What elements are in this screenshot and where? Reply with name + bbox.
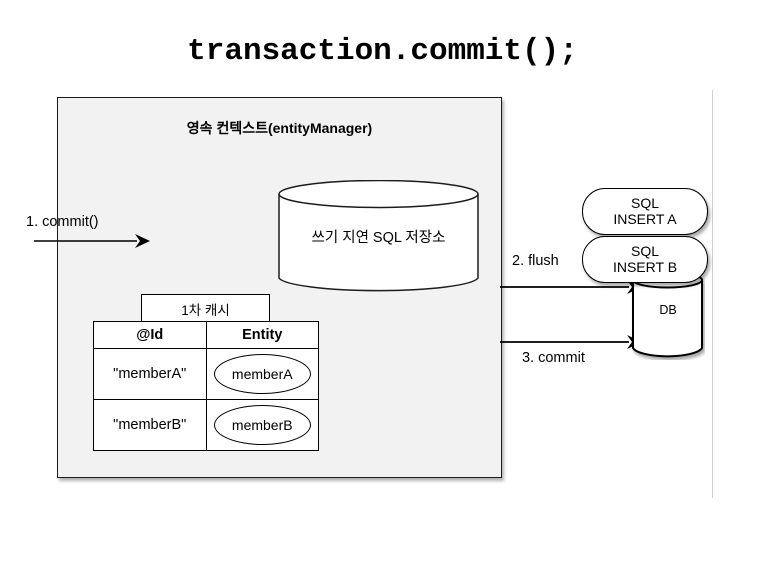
commit-db-arrow-icon [500,331,642,353]
commit-arrow-label: 1. commit() [26,214,99,230]
flush-arrow-label: 2. flush [512,253,559,269]
commit-db-arrow-label: 3. commit [522,350,585,366]
database-label: DB [659,303,677,317]
sql-insert-a-line2: INSERT A [613,210,677,227]
sql-insert-a-box: SQL INSERT A [582,188,708,235]
table-row: "memberB" memberB [93,399,319,451]
sql-insert-b-line1: SQL [630,242,659,259]
vertical-divider [712,90,713,498]
column-header-entity: Entity [205,321,319,349]
sql-insert-b-line2: INSERT B [612,258,678,275]
column-header-id: @Id [93,321,207,349]
entity-ellipse: memberA [213,354,311,394]
entity-ellipse: memberB [213,405,311,445]
cell-entity: memberB [205,399,319,451]
first-level-cache-table: @Id Entity "memberA" memberA "memberB" m… [93,321,319,451]
sql-insert-b-box: SQL INSERT B [582,236,708,283]
cell-entity: memberA [205,348,319,400]
table-row: "memberA" memberA [93,348,319,400]
persistence-context-title: 영속 컨텍스트(entityManager) [186,120,373,136]
first-level-cache-tab [141,294,270,321]
cell-id: "memberB" [93,399,207,451]
page-title: transaction.commit(); [187,34,578,69]
write-behind-sql-store-cylinder [278,180,479,292]
write-behind-sql-store-label: 쓰기 지연 SQL 저장소 [311,230,446,246]
sql-insert-a-line1: SQL [630,194,659,211]
cell-id: "memberA" [93,348,207,400]
commit-arrow-icon [34,230,150,252]
first-level-cache-tab-label: 1차 캐시 [181,303,230,318]
table-header-row: @Id Entity [93,321,319,349]
